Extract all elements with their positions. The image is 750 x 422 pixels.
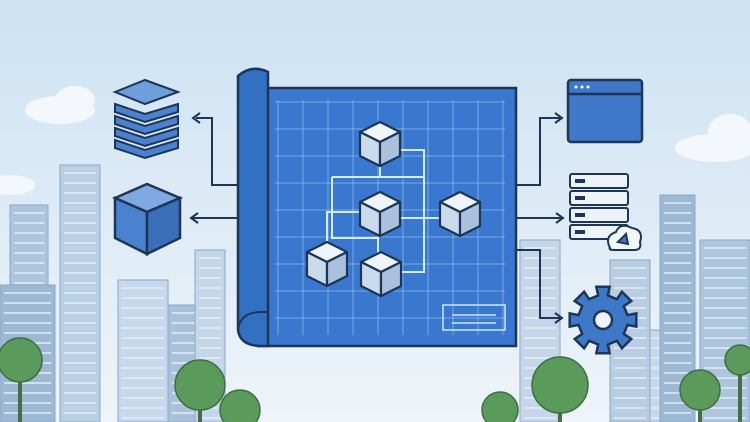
trees [0,337,750,422]
tree-trunk [18,360,22,422]
tree-trunk [738,360,742,422]
browser-window-icon [566,78,644,144]
title-block [442,304,506,331]
tree-crown [481,391,519,422]
tree-crown [679,369,721,411]
cloud-icon [607,224,642,251]
blueprint-sheet [236,67,518,348]
clouds [0,86,750,195]
gear-icon [568,285,638,355]
layers-stack-icon [112,78,181,160]
tree-crown [219,389,261,422]
cube-right [378,130,402,168]
cube-right [378,200,402,238]
cube [359,250,403,298]
building [117,279,169,422]
cube [438,190,482,238]
cube-right [458,200,482,238]
component-cubes [305,120,482,298]
arrows [189,112,565,324]
tree-crown [0,337,43,383]
cube [305,240,349,288]
cube [358,190,402,238]
cube-icon [111,182,184,257]
cube-right [325,250,349,288]
tree-crown [724,344,750,376]
cube-right [379,260,403,298]
tree-crown [174,359,226,411]
blueprint-grid [275,100,505,335]
tree-crown [531,356,589,414]
cube [358,120,402,168]
